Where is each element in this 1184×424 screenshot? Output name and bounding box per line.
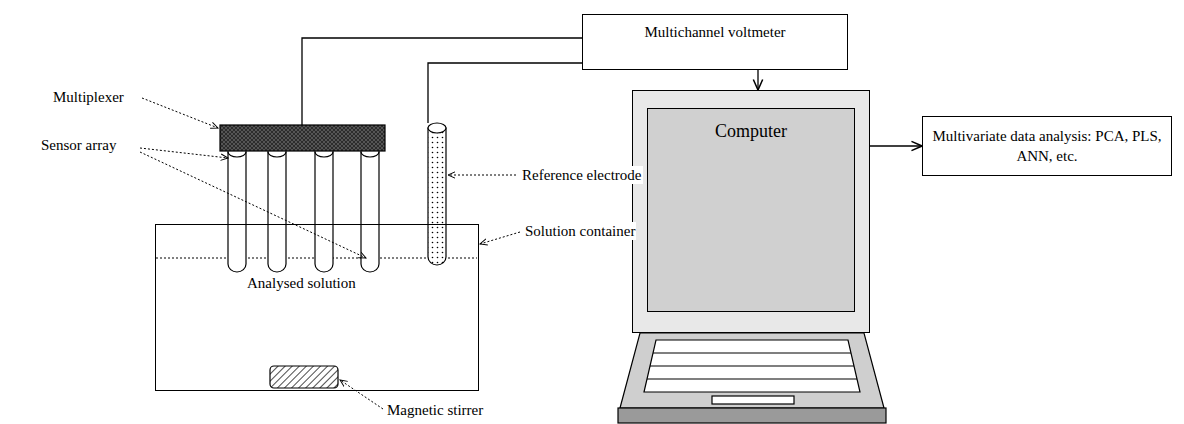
part-label: Reference electrode: [521, 166, 643, 184]
arrow-connector: [870, 145, 922, 146]
leader-line: [140, 98, 520, 409]
stir-bar: [270, 366, 338, 388]
arrow-connector: [757, 70, 758, 90]
part-label: Sensor array: [40, 136, 117, 154]
instrument-box: Multichannel voltmeter: [582, 14, 848, 70]
screen: Computer: [647, 108, 855, 312]
multiplexer-block: [220, 125, 385, 151]
wire: [428, 63, 582, 123]
node-text: Computer: [648, 121, 854, 142]
node-text: Multichannel voltmeter: [583, 24, 847, 41]
computer-monitor: Computer: [632, 90, 870, 333]
part-label: Solution container: [524, 222, 636, 240]
node-text: Multivariate data analysis: PCA, PLS, AN…: [931, 126, 1163, 166]
part-label: Multiplexer: [52, 88, 125, 106]
analysis-box: Multivariate data analysis: PCA, PLS, AN…: [922, 116, 1172, 176]
sensor-array: [228, 150, 379, 272]
part-label: Magnetic stirrer: [386, 401, 484, 419]
reference-electrode: [428, 123, 446, 265]
wire: [302, 38, 582, 125]
node-text: Analysed solution: [245, 275, 358, 292]
solution-container: Analysed solution: [155, 224, 479, 391]
laptop-base: [618, 333, 886, 423]
